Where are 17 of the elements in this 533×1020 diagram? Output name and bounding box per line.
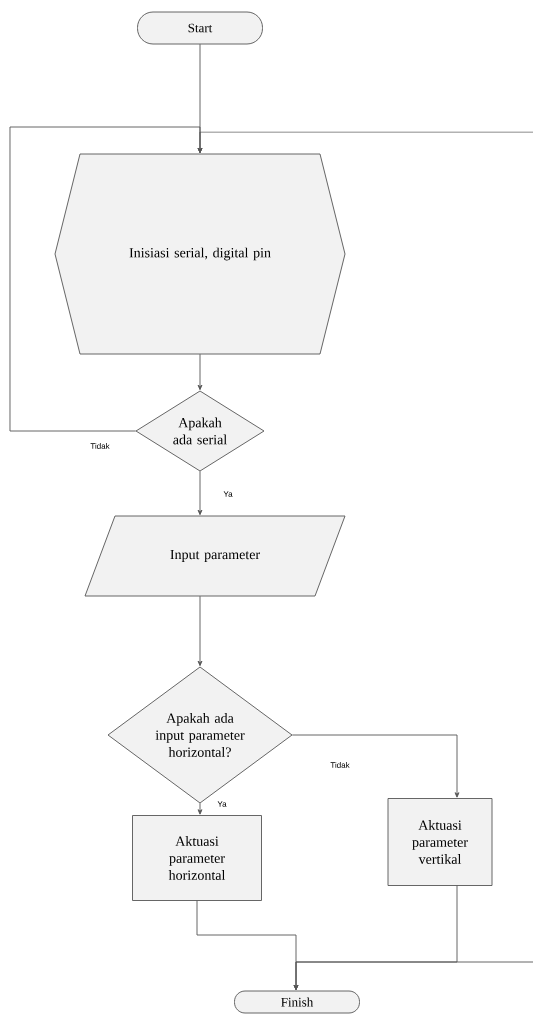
arrow [291,734,460,798]
preparation-hexagon: Inisiasi serial, digital pin [54,153,346,355]
process-box: Aktuasi parameter vertikal [387,798,493,886]
terminal-box: Start [137,11,263,45]
edge-label: Tidak [89,442,111,450]
arrow [197,470,203,516]
arrow [197,131,533,154]
arrow [293,961,533,991]
input-parallelogram: Input parameter [84,515,346,597]
edge-label: Tidak [329,761,351,769]
edge-label: Ya [222,490,234,498]
arrow [197,802,203,815]
terminal-box: Finish [234,990,360,1014]
arrow [197,595,203,667]
process-box: Aktuasi parameter horizontal [132,815,262,901]
arrow [9,126,203,432]
arrow [197,353,203,391]
